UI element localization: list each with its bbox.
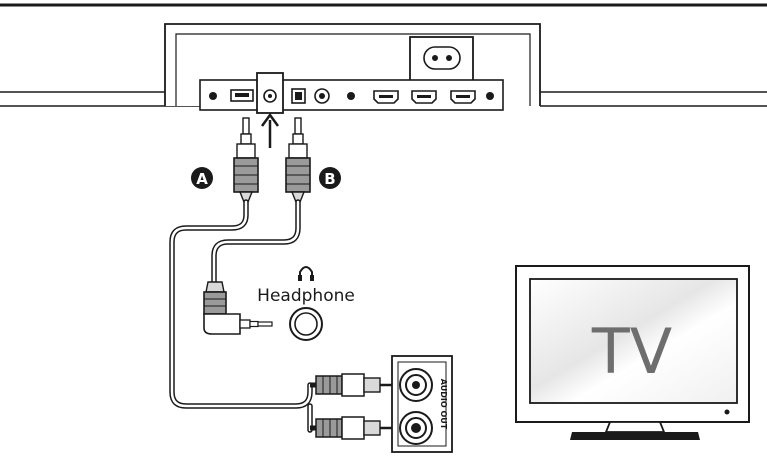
hdmi-port [373, 90, 476, 104]
tv-base [570, 432, 700, 440]
audio-out-panel: AUDIO OUT [391, 355, 453, 453]
tv-neck [604, 421, 666, 433]
headphone-icon [298, 266, 314, 281]
tv-label: TV [591, 315, 672, 388]
marker-b: B [319, 167, 341, 189]
soundbar [0, 23, 767, 114]
rca-plug-top [310, 373, 392, 397]
headphone-jack [289, 307, 323, 341]
tv-power-led [724, 409, 730, 415]
panel-screw [209, 92, 494, 100]
tv: TV [515, 265, 750, 440]
audio-out-label: AUDIO OUT [439, 379, 448, 430]
marker-b-label: B [324, 170, 335, 188]
cable-a [169, 117, 313, 433]
tv-screen [529, 278, 738, 404]
marker-a-label: A [196, 170, 208, 188]
cable-b [203, 117, 311, 335]
rca-plug-bottom [310, 416, 392, 440]
headphone-label: Headphone [257, 286, 355, 306]
marker-a: A [191, 167, 213, 189]
arrow-up-icon [260, 112, 280, 148]
power-socket-icon [409, 36, 474, 83]
